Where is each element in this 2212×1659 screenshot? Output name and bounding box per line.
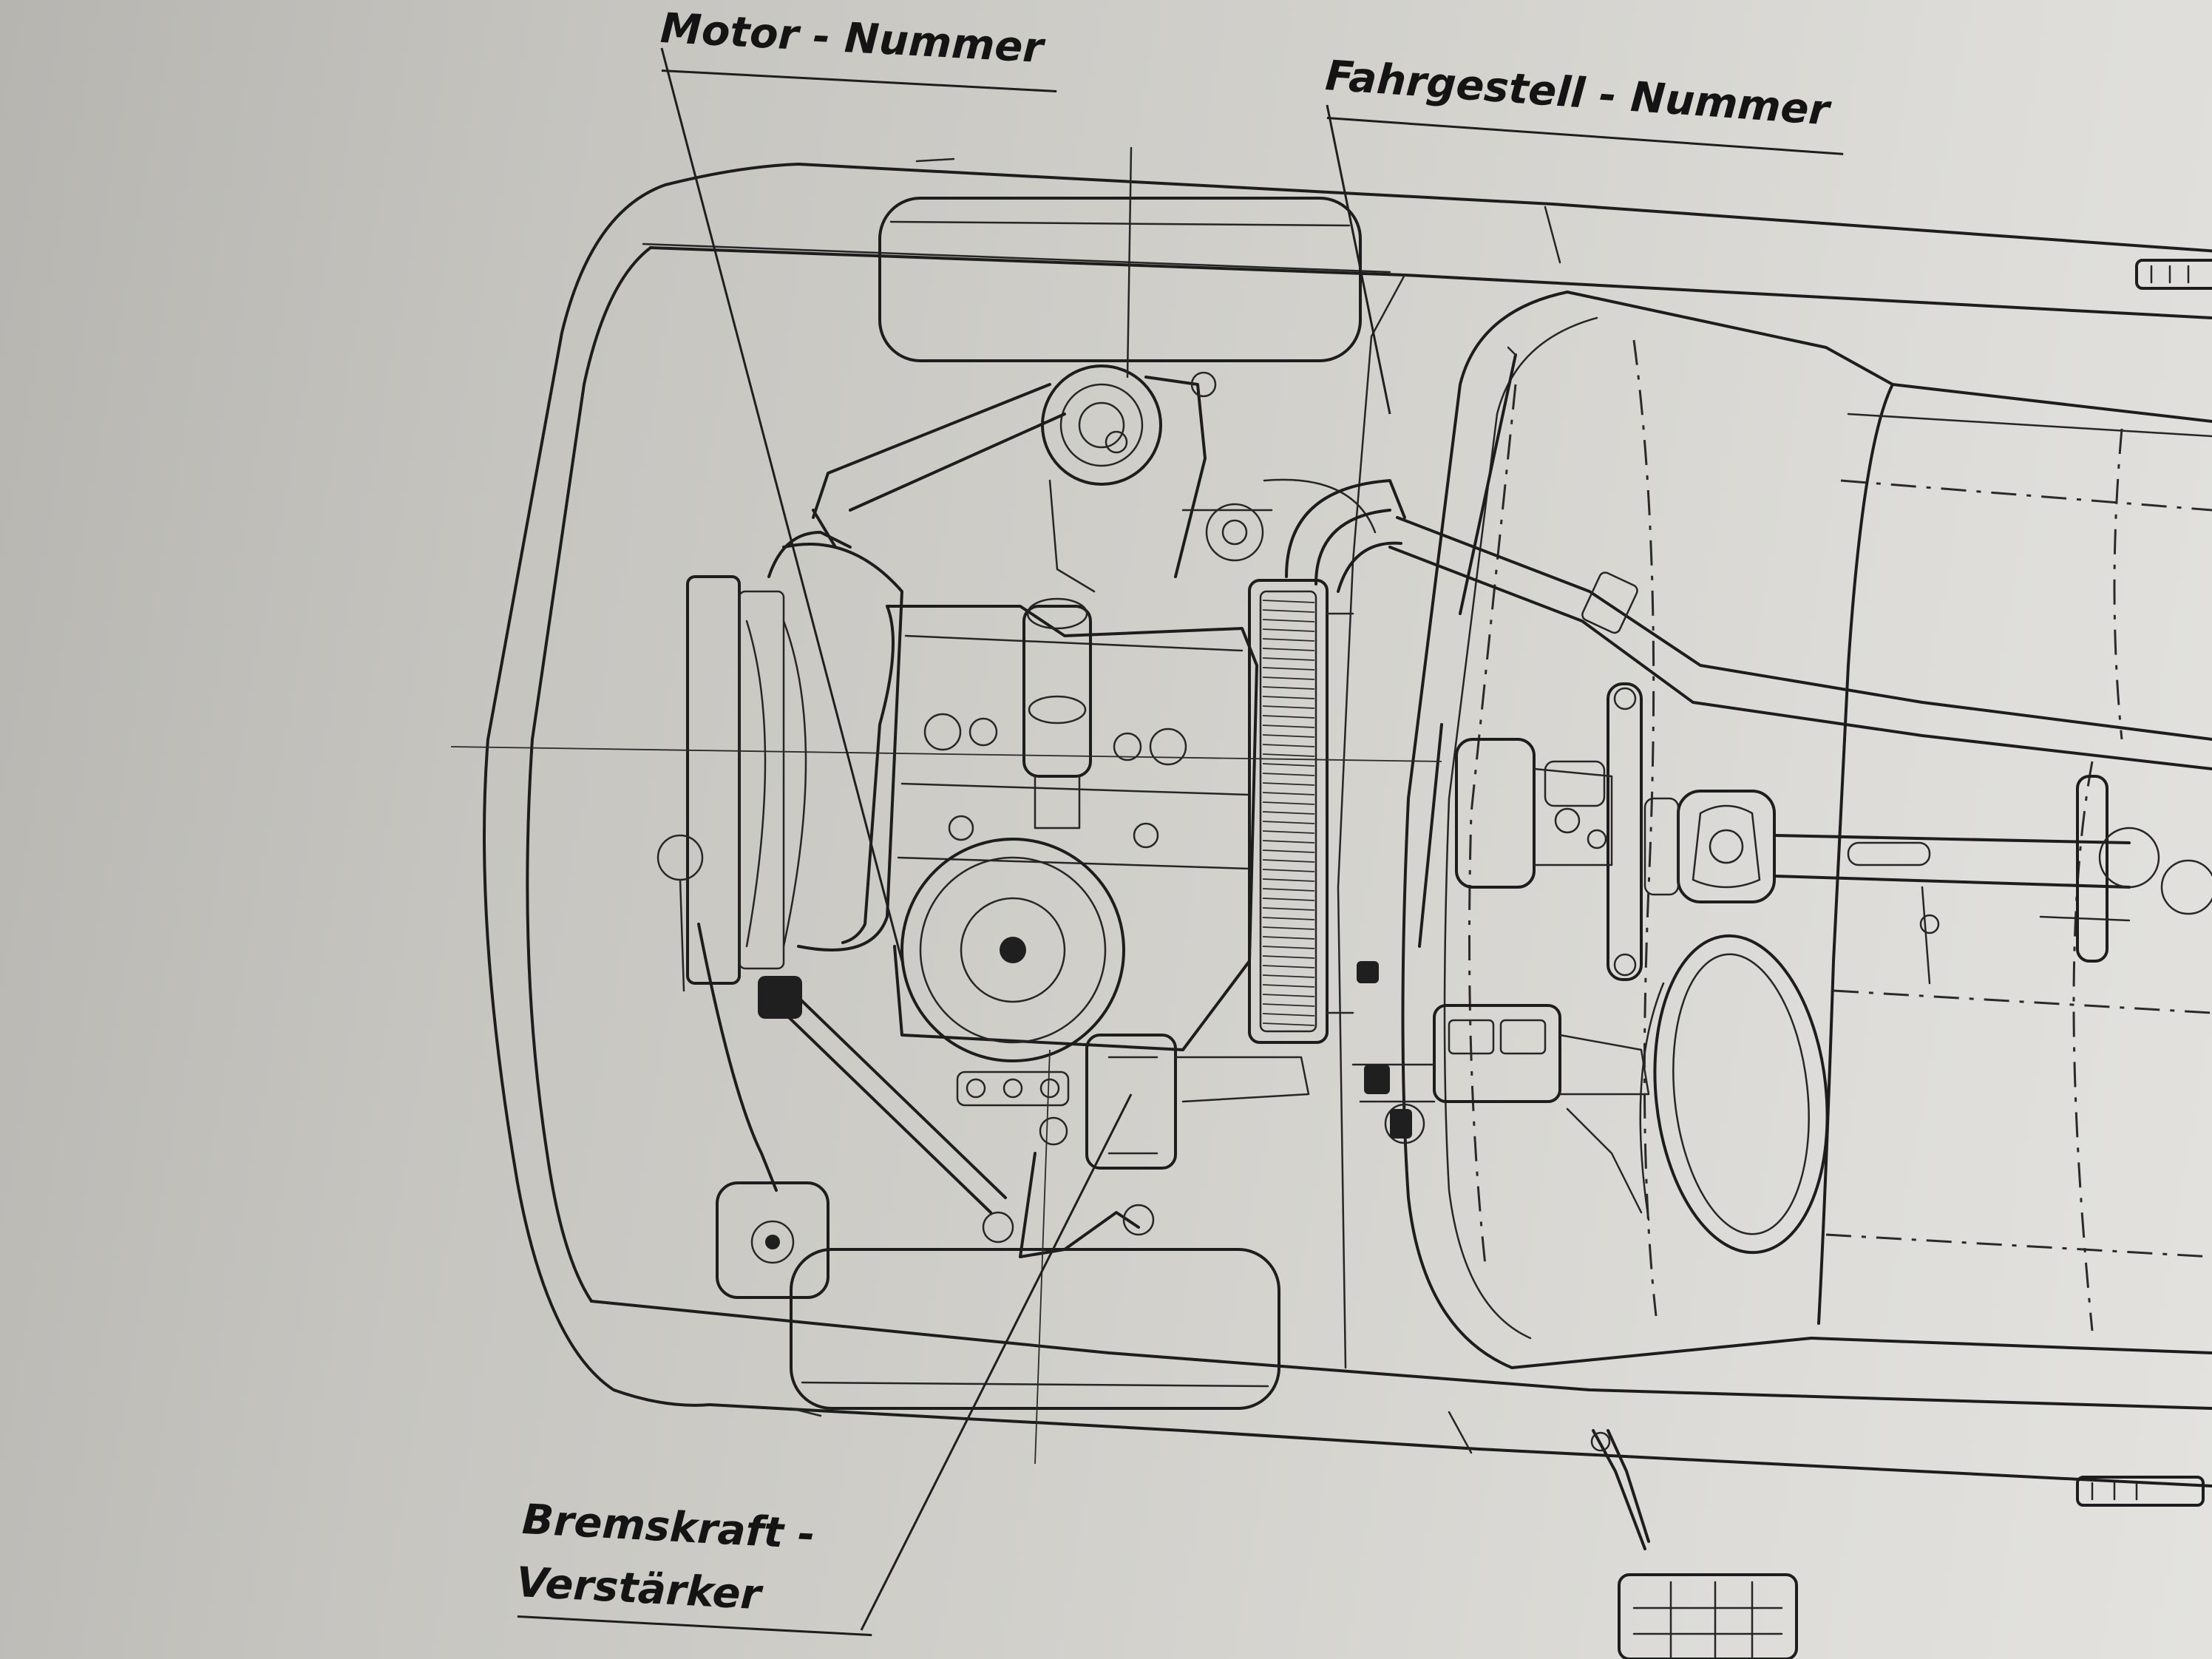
bottom-spare-tire-rim xyxy=(801,1381,1269,1388)
air-filter-rib xyxy=(1262,994,1315,997)
air-filter-rib xyxy=(1262,657,1315,661)
air-filter-rib xyxy=(1262,1013,1315,1017)
drive-shaft-lower xyxy=(1773,875,2131,889)
air-filter-rib xyxy=(1262,753,1315,757)
gearbox-bracket xyxy=(1607,682,1643,981)
air-filter-rib xyxy=(1262,792,1315,795)
wheel-marker-top xyxy=(915,157,955,163)
air-filter-rib xyxy=(1262,667,1315,671)
car-body-outline xyxy=(483,163,2212,1487)
center-axis-line xyxy=(450,746,1442,762)
air-filter-rib xyxy=(1262,619,1315,622)
top-spare-tire xyxy=(878,197,1362,362)
steering-column xyxy=(1388,516,2212,770)
air-filter-rib xyxy=(1262,638,1315,642)
front-suspension-upper xyxy=(812,146,1217,593)
air-filter-rib xyxy=(1262,1003,1315,1007)
drive-shaft-upper xyxy=(1773,834,2131,844)
door-handle-top xyxy=(2135,259,2212,290)
wheel-marker-left xyxy=(790,1407,822,1417)
air-filter-rib xyxy=(1262,936,1315,940)
windshield-frame xyxy=(1401,291,2212,1369)
bottom-grille-element xyxy=(1618,1573,1798,1659)
motor-nummer-leader xyxy=(660,47,903,962)
air-filter-rib xyxy=(1262,955,1315,959)
rear-mount xyxy=(1919,775,2212,985)
steering-wheel xyxy=(1639,934,1829,1255)
vertical-axis-line xyxy=(1034,1049,1051,1465)
air-filter-rib xyxy=(1262,801,1315,805)
air-filter-rib xyxy=(1262,811,1315,815)
air-filter-rib xyxy=(1262,859,1315,863)
air-filter-rib xyxy=(1262,609,1315,613)
upper-pump xyxy=(1181,478,1377,562)
antenna-clip xyxy=(1590,1429,1650,1550)
fahrgestell-nummer-leader xyxy=(1326,104,1391,415)
air-filter-rib xyxy=(1262,907,1315,911)
air-filter-rib xyxy=(1262,965,1315,968)
exhaust-pipe xyxy=(841,605,895,944)
air-filter-rib xyxy=(1262,926,1315,930)
air-filter-rib xyxy=(1262,725,1315,728)
pedal-assembly xyxy=(1351,1004,1650,1214)
air-filter-rib xyxy=(1262,705,1315,709)
air-filter-rib xyxy=(1262,878,1315,882)
air-filter-rib xyxy=(1262,763,1315,767)
air-filter-rib xyxy=(1262,1022,1315,1026)
air-filter-rib xyxy=(1262,782,1315,786)
air-filter-rib xyxy=(1262,821,1315,824)
air-filter-rib xyxy=(1262,648,1315,651)
air-filter-rib xyxy=(1262,628,1315,632)
air-filter-rib xyxy=(1262,898,1315,901)
radiator-assembly xyxy=(657,531,903,992)
engine-block xyxy=(886,597,1258,1051)
air-filter-rib xyxy=(1262,888,1315,892)
firewall-connector-2 xyxy=(1364,1065,1390,1094)
air-filter-rib xyxy=(1262,984,1315,988)
air-filter-rib xyxy=(1262,917,1315,920)
air-filter-rib xyxy=(1262,946,1315,949)
air-filter-rib xyxy=(1262,676,1315,680)
gear-shift-housing xyxy=(1643,790,1776,903)
air-filter-rib xyxy=(1262,773,1315,776)
air-filter-rib xyxy=(1262,744,1315,747)
duct-hose xyxy=(1285,479,1406,593)
hood-edge-line xyxy=(642,242,1391,274)
air-filter-rib xyxy=(1262,686,1315,690)
bottom-left-mount xyxy=(716,1181,830,1299)
air-filter-rib xyxy=(1262,974,1315,978)
air-filter-rib xyxy=(1262,715,1315,719)
air-filter-rib xyxy=(1262,734,1315,738)
air-filter-rib xyxy=(1262,600,1315,603)
air-filter xyxy=(1248,579,1354,1044)
door-handle-bottom xyxy=(2076,1476,2205,1507)
bottom-spare-tire xyxy=(790,1248,1280,1410)
radiator-hose xyxy=(697,923,778,1192)
air-filter-rib xyxy=(1262,869,1315,872)
top-spare-tire-rim xyxy=(889,220,1351,227)
air-filter-rib xyxy=(1262,840,1315,844)
air-filter-rib xyxy=(1262,696,1315,699)
tie-rod-lower xyxy=(758,976,1014,1244)
cabin-seat-dashed-outlines xyxy=(1468,339,2212,1331)
transmission-housing xyxy=(1455,738,1613,889)
air-filter-rib xyxy=(1262,849,1315,853)
drive-shaft-coupling xyxy=(1847,841,1931,866)
firewall-connector-1 xyxy=(1357,961,1379,983)
crankshaft-pulley xyxy=(900,838,1125,1062)
air-filter-rib xyxy=(1262,830,1315,834)
firewall-connector-3 xyxy=(1390,1109,1412,1139)
brake-booster xyxy=(956,1034,1310,1258)
bremskraft-leader xyxy=(860,1093,1133,1631)
